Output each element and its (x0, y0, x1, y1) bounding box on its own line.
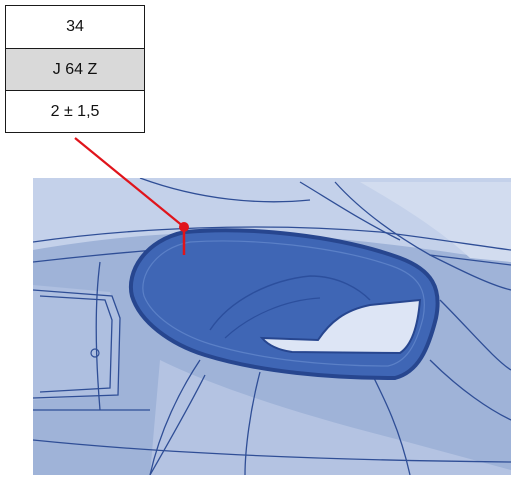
callout-spec-code: J 64 Z (6, 48, 144, 90)
contour-line (429, 359, 511, 421)
callout-table: 34 J 64 Z 2 ± 1,5 (5, 5, 145, 133)
contour-line (95, 261, 101, 411)
contour-line (33, 439, 511, 463)
lamp-housing-rim (142, 240, 425, 367)
contour-line (244, 371, 261, 475)
red-dot-marker (179, 222, 189, 232)
contour-line (299, 181, 401, 241)
contour-line (139, 178, 311, 203)
contour-line (149, 374, 206, 475)
lamp-inner-ridge (224, 297, 321, 339)
contour-line (334, 181, 511, 266)
contour-line (149, 359, 201, 475)
contour-line (439, 299, 511, 371)
leader-line (74, 137, 185, 228)
callout-tolerance: 2 ± 1,5 (6, 90, 144, 132)
lower-body-surface (150, 360, 511, 475)
contour-line (429, 254, 511, 291)
lamp-inner-ridge (209, 275, 371, 331)
contour-line (33, 226, 511, 251)
contour-line (39, 295, 113, 393)
callout-item-number: 34 (66, 18, 84, 35)
left-panel-surface (33, 285, 120, 400)
right-inner-surface (360, 182, 511, 262)
contour-line (33, 289, 121, 399)
hole-marker (90, 348, 100, 358)
lamp-opening (259, 298, 422, 355)
